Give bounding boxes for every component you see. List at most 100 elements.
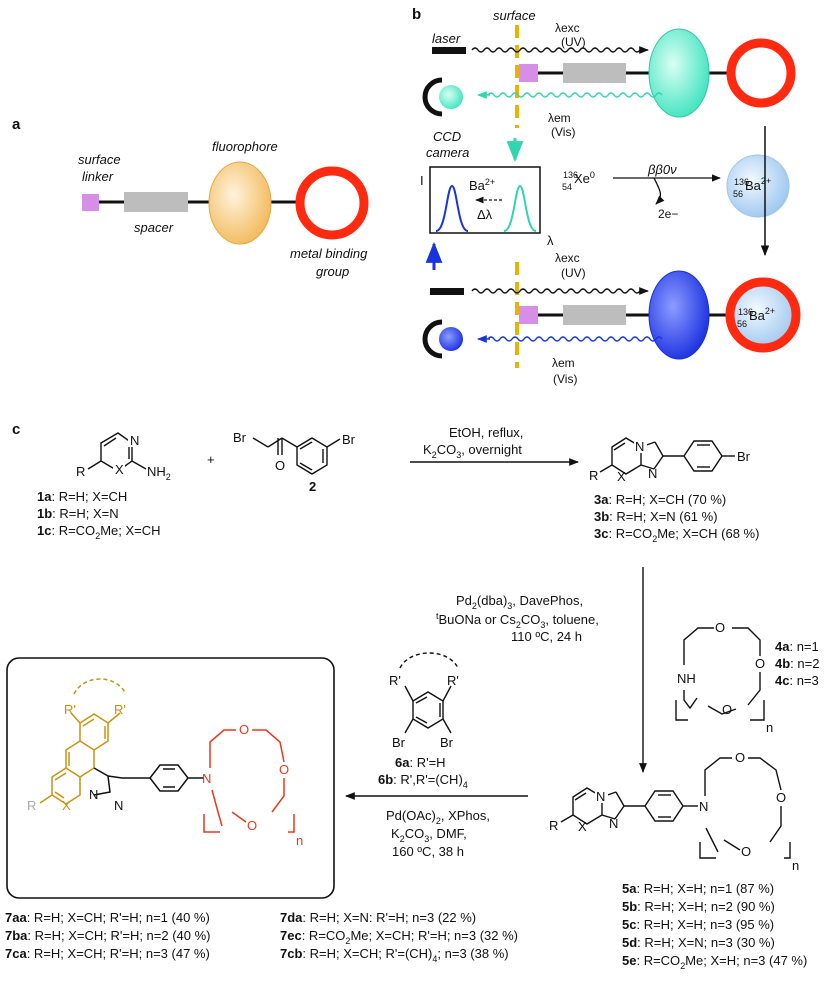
atom-o-5a: O xyxy=(735,750,745,765)
atom-rp-7a: R' xyxy=(64,702,76,717)
blue-peak xyxy=(435,184,469,232)
linker-label: linker xyxy=(82,169,114,184)
cmpd-7aa: 7aa: R=H; X=CH; R'=H; n=1 (40 %) xyxy=(5,910,210,925)
structure-3 xyxy=(599,437,735,475)
metal-binding-label-1: metal binding xyxy=(290,246,368,261)
cmpd-3a: 3a: R=H; X=CH (70 %) xyxy=(594,492,726,507)
lambda-em-bottom: λem xyxy=(552,356,575,370)
spacer-label: spacer xyxy=(134,220,174,235)
cmpd-5e: 5e: R=CO2Me; X=H; n=3 (47 %) xyxy=(622,953,807,971)
camera-label: camera xyxy=(426,145,469,160)
uv-bottom: (UV) xyxy=(561,266,586,280)
atom-r-7: R xyxy=(27,798,36,813)
atom-o-5b: O xyxy=(776,790,786,805)
spectrum-lambda-label: λ xyxy=(547,233,554,248)
panel-c: c N X R NH2 1a: R=H; X=CH 1b: R=H; X=N 1… xyxy=(5,421,819,971)
uv-top: (UV) xyxy=(561,35,586,49)
decay-electrons: 2e− xyxy=(658,207,678,221)
linker-bottom xyxy=(519,306,538,324)
atom-nh2-1: NH2 xyxy=(147,464,171,482)
fluorophore-ellipse xyxy=(208,161,272,245)
cmpd-1b: 1b: R=H; X=N xyxy=(37,506,119,521)
atom-br-6b: Br xyxy=(440,735,454,750)
cmpd-7ec: 7ec: R=CO2Me; X=CH; R'=H; n=3 (32 %) xyxy=(280,928,518,946)
atom-n-5a: N xyxy=(596,789,605,804)
product-box xyxy=(6,657,335,899)
fluorophore-label: fluorophore xyxy=(212,139,278,154)
metal-binding-ring xyxy=(295,166,369,240)
atom-x-5: X xyxy=(578,819,587,834)
surface-label: surface xyxy=(78,152,121,167)
atom-x-3: X xyxy=(617,469,626,484)
spectrum-shift: Δλ xyxy=(477,207,493,222)
cmpd-1c: 1c: R=CO2Me; X=CH xyxy=(37,523,161,541)
atom-o-5c: O xyxy=(741,844,751,859)
atom-n-4: n xyxy=(766,720,773,735)
atom-o-7a: O xyxy=(239,722,249,737)
atom-n-7b: N xyxy=(114,798,123,813)
cmpd-5a: 5a: R=H; X=H; n=1 (87 %) xyxy=(622,881,774,896)
atom-rp-7b: R' xyxy=(114,702,126,717)
atom-o-4c: O xyxy=(722,702,732,717)
spacer-bar xyxy=(124,192,188,212)
laser-label: laser xyxy=(432,31,461,46)
emission-wave-top xyxy=(487,92,663,98)
atom-br-3: Br xyxy=(737,449,751,464)
ccd-label: CCD xyxy=(433,129,461,144)
structure-6 xyxy=(399,652,459,734)
linker-top xyxy=(519,64,538,82)
vis-bottom: (Vis) xyxy=(553,372,577,386)
panel-a: a surface linker spacer fluorophore meta… xyxy=(12,116,369,279)
atom-n-1: N xyxy=(130,433,139,448)
atom-o-4a: O xyxy=(715,620,725,635)
atom-br-2a: Br xyxy=(233,430,247,445)
cond2-line3: 110 ºC, 24 h xyxy=(511,629,582,644)
cmpd-5b: 5b: R=H; X=H; n=2 (90 %) xyxy=(622,899,775,914)
atom-r-1: R xyxy=(76,464,85,479)
cmpd-1a: 1a: R=H; X=CH xyxy=(37,489,127,504)
structure-1 xyxy=(87,432,147,472)
spacer-top xyxy=(563,63,626,83)
cmpd-7da: 7da: R=H; X=N: R'=H; n=3 (22 %) xyxy=(280,910,476,925)
cond1-line1: EtOH, reflux, xyxy=(449,425,523,440)
atom-n-3a: N xyxy=(635,439,644,454)
atom-n-5d: n xyxy=(792,858,799,873)
panel-b-label: b xyxy=(412,6,421,23)
structure-4 xyxy=(675,627,765,721)
panel-a-label: a xyxy=(12,116,21,133)
ring-free xyxy=(726,38,796,108)
atom-nh-4: NH xyxy=(677,671,696,686)
fluorophore-bound xyxy=(648,270,710,360)
cmpd-7ba: 7ba: R=H; X=CH; R'=H; n=2 (40 %) xyxy=(5,928,211,943)
atom-n-5b: N xyxy=(609,816,618,831)
decay-mode: ββ0ν xyxy=(647,162,677,177)
cond3-line2: K2CO3, DMF, xyxy=(391,826,467,844)
cond1-line2: K2CO3, overnight xyxy=(423,442,522,460)
atom-x-7: X xyxy=(62,798,71,813)
ccd-cup-top xyxy=(422,77,443,117)
lambda-exc-top: λexc xyxy=(555,21,580,35)
atom-r-3: R xyxy=(589,468,598,483)
cmpd-5d: 5d: R=H; X=N; n=3 (30 %) xyxy=(622,935,775,950)
cmpd-4a: 4a: n=1 xyxy=(775,639,819,654)
structure-7 xyxy=(39,678,295,833)
lambda-em-top: λem xyxy=(548,111,571,125)
spectrum-intensity-label: I xyxy=(420,173,424,188)
surface-linker-square xyxy=(82,194,99,211)
atom-n-7c: N xyxy=(202,771,211,786)
atom-r-5: R xyxy=(549,818,558,833)
plus-sign: + xyxy=(207,452,215,467)
metal-binding-label-2: group xyxy=(316,264,349,279)
cmpd-4c: 4c: n=3 xyxy=(775,673,819,688)
atom-o-7c: O xyxy=(247,818,257,833)
fluorophore-free xyxy=(648,28,710,118)
atom-rp-6b: R' xyxy=(447,673,459,688)
atom-br-6a: Br xyxy=(392,735,406,750)
cond2-line1: Pd2(dba)3, DavePhos, xyxy=(456,593,583,611)
atom-br-2b: Br xyxy=(342,432,356,447)
atom-o-2: O xyxy=(275,458,285,473)
cmpd-3c: 3c: R=CO2Me; X=CH (68 %) xyxy=(594,526,759,544)
